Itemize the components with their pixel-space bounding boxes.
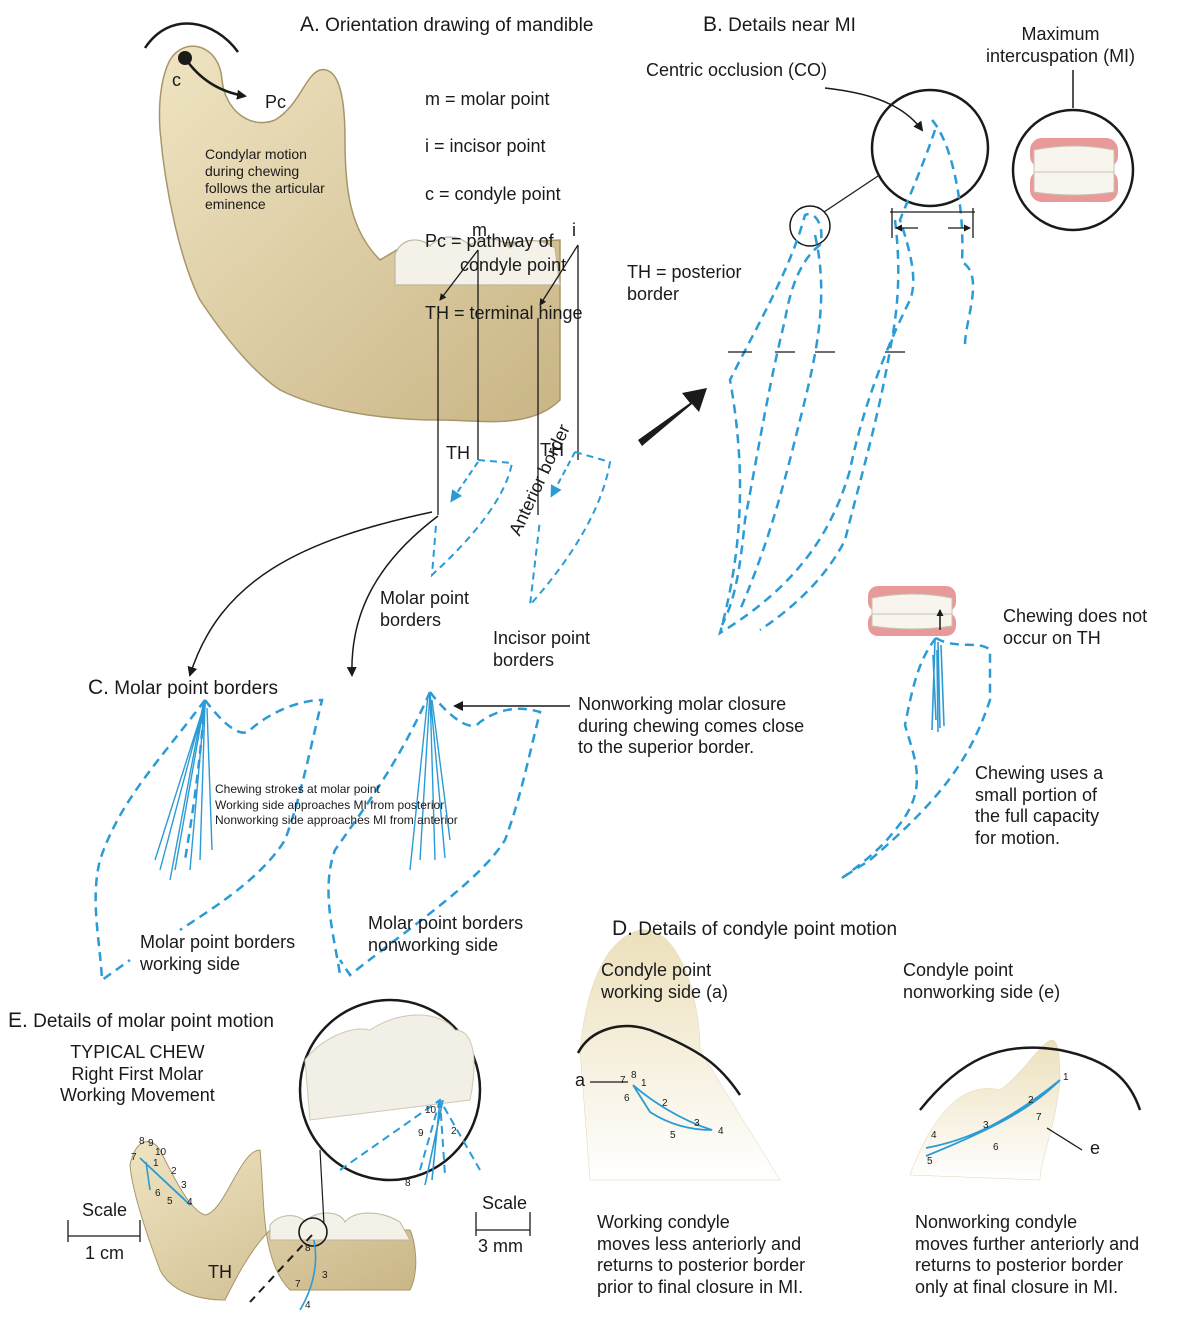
nonworking-note: Nonworking molar closure during chewing … bbox=[578, 694, 804, 759]
mm-pt-8: 8 bbox=[305, 1243, 311, 1255]
centric-occlusion-label: Centric occlusion (CO) bbox=[646, 60, 827, 82]
legend-list: m = molar point i = incisor point c = co… bbox=[425, 64, 583, 349]
i-label: i bbox=[572, 220, 576, 242]
nc-pt-2: 2 bbox=[1028, 1095, 1034, 1107]
mm-pt-3: 3 bbox=[322, 1270, 328, 1282]
nc-pt-7: 7 bbox=[1036, 1112, 1042, 1124]
molar-borders-label: Molar point borders bbox=[380, 588, 469, 631]
nc-pt-6: 6 bbox=[993, 1142, 999, 1154]
pathway-label: Pc bbox=[265, 92, 286, 114]
nc-pt-5: 5 bbox=[927, 1156, 933, 1168]
em-pt-6: 6 bbox=[155, 1188, 161, 1200]
working-desc: Working condyle moves less anteriorly an… bbox=[597, 1212, 805, 1298]
panel-c-title: C. Molar point borders bbox=[88, 675, 278, 701]
em-pt-5: 5 bbox=[167, 1196, 173, 1208]
panel-b-title: B. Details near MI bbox=[703, 12, 856, 38]
wc-pt-4: 4 bbox=[718, 1126, 724, 1138]
em-pt-2: 2 bbox=[171, 1166, 177, 1178]
e-label: e bbox=[1090, 1138, 1100, 1160]
legend-m: m = molar point bbox=[425, 88, 583, 112]
mm-pt-7: 7 bbox=[295, 1279, 301, 1291]
typical-chew-title: TYPICAL CHEW Right First Molar Working M… bbox=[60, 1042, 215, 1107]
panel-e-title: E. Details of molar point motion bbox=[8, 1008, 274, 1034]
nonworking-head: Condyle point nonworking side (e) bbox=[903, 960, 1060, 1003]
m-label: m bbox=[472, 220, 487, 242]
chewing-small-label: Chewing uses a small portion of the full… bbox=[975, 763, 1103, 849]
zm-pt-8: 8 bbox=[405, 1178, 411, 1190]
zm-pt-9: 9 bbox=[418, 1128, 424, 1140]
legend-th: TH = terminal hinge bbox=[425, 302, 583, 326]
legend-i: i = incisor point bbox=[425, 135, 583, 159]
wc-pt-5: 5 bbox=[670, 1130, 676, 1142]
scale-left-value: 1 cm bbox=[85, 1243, 124, 1265]
condyle-note: Condylar motion during chewing follows t… bbox=[205, 146, 325, 213]
zm-pt-10: 10 bbox=[425, 1105, 436, 1117]
big-arrow-to-b bbox=[638, 388, 707, 446]
scale-right-value: 3 mm bbox=[478, 1236, 523, 1258]
th-small-label: TH bbox=[208, 1262, 232, 1284]
scale-right-label: Scale bbox=[482, 1193, 527, 1215]
th-left-label: TH bbox=[446, 443, 470, 465]
a-label: a bbox=[575, 1070, 585, 1092]
nc-pt-1: 1 bbox=[1063, 1072, 1069, 1084]
nc-pt-4: 4 bbox=[931, 1130, 937, 1142]
magnify-circle bbox=[872, 90, 988, 206]
wc-pt-6: 6 bbox=[624, 1093, 630, 1105]
panel-d-title: D. Details of condyle point motion bbox=[612, 916, 897, 942]
em-pt-1: 1 bbox=[153, 1158, 159, 1170]
wc-pt-8: 8 bbox=[631, 1070, 637, 1082]
zm-pt-2: 2 bbox=[451, 1126, 457, 1138]
max-intercuspation-label: Maximum intercuspation (MI) bbox=[986, 24, 1135, 67]
em-pt-3: 3 bbox=[181, 1180, 187, 1192]
wc-pt-2: 2 bbox=[662, 1098, 668, 1110]
wc-pt-3: 3 bbox=[694, 1118, 700, 1130]
th-posterior-label: TH = posterior border bbox=[627, 262, 742, 305]
condyle-point-label: c bbox=[172, 70, 181, 92]
legend-c: c = condyle point bbox=[425, 183, 583, 207]
nonworking-borders-label: Molar point borders nonworking side bbox=[368, 913, 523, 956]
legend-pc: Pc = pathway of condyle point bbox=[425, 230, 583, 278]
nc-pt-3: 3 bbox=[983, 1120, 989, 1132]
wc-pt-7: 7 bbox=[620, 1075, 626, 1087]
panel-a-title: A. Orientation drawing of mandible bbox=[300, 12, 593, 38]
em-pt-8: 8 bbox=[139, 1136, 145, 1148]
wc-pt-1: 1 bbox=[641, 1078, 647, 1090]
em-pt-9: 9 bbox=[148, 1138, 154, 1150]
mm-pt-4: 4 bbox=[305, 1300, 311, 1312]
strokes-note: Chewing strokes at molar point Working s… bbox=[215, 782, 458, 829]
working-borders-label: Molar point borders working side bbox=[140, 932, 295, 975]
nonworking-desc: Nonworking condyle moves further anterio… bbox=[915, 1212, 1139, 1298]
incisor-borders-label: Incisor point borders bbox=[493, 628, 590, 671]
em-pt-7: 7 bbox=[131, 1152, 137, 1164]
chewing-not-th-label: Chewing does not occur on TH bbox=[1003, 606, 1147, 649]
em-pt-4: 4 bbox=[187, 1197, 193, 1209]
working-head: Condyle point working side (a) bbox=[601, 960, 728, 1003]
scale-left-label: Scale bbox=[82, 1200, 127, 1222]
